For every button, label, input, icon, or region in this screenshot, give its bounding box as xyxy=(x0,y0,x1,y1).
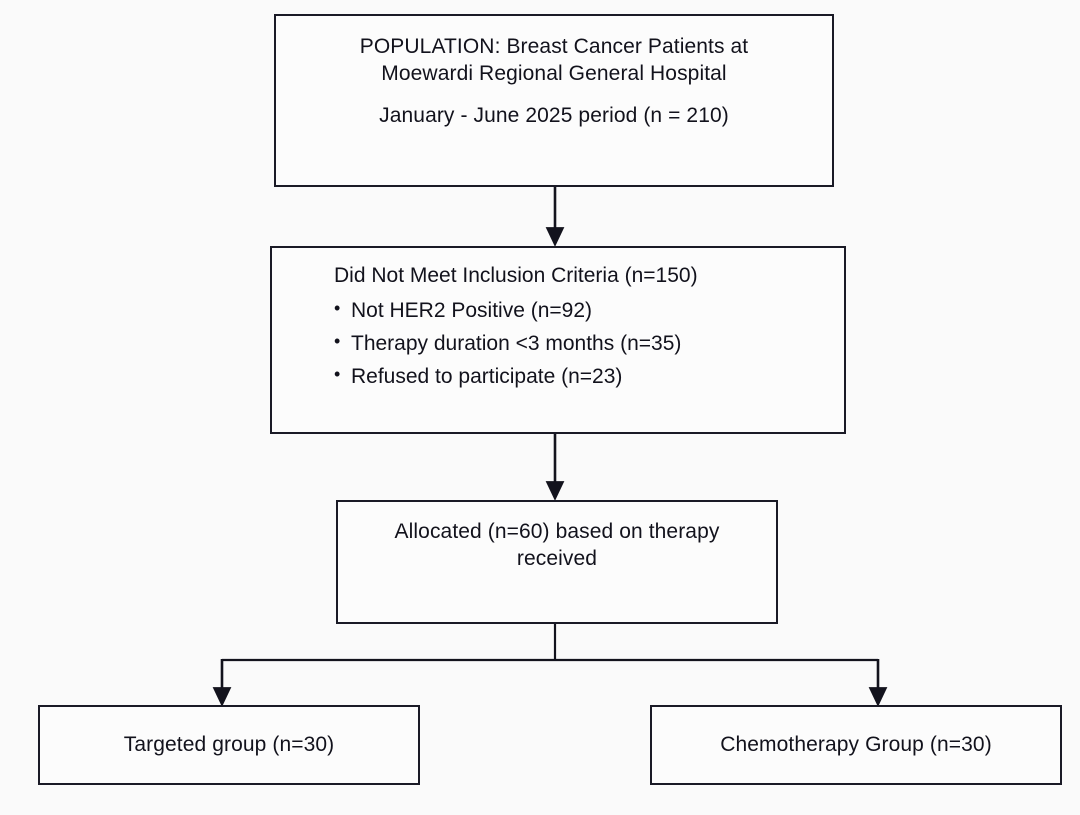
targeted-group-box: Targeted group (n=30) xyxy=(38,705,420,785)
exclusion-reason-label: Not HER2 Positive (n=92) xyxy=(351,299,593,323)
bullet-icon: • xyxy=(334,331,341,352)
exclusion-reason-label: Refused to participate (n=23) xyxy=(351,364,623,388)
targeted-group-label: Targeted group (n=30) xyxy=(123,733,335,757)
exclusion-reason-label: Therapy duration <3 months (n=35) xyxy=(351,332,682,356)
population-line-3: January - June 2025 period (n = 210) xyxy=(379,103,729,127)
list-item: • Therapy duration <3 months (n=35) xyxy=(334,328,844,361)
population-box: POPULATION: Breast Cancer Patients at Mo… xyxy=(274,14,834,187)
list-item: • Refused to participate (n=23) xyxy=(334,361,844,394)
list-item: • Not HER2 Positive (n=92) xyxy=(334,295,844,328)
exclusion-box: Did Not Meet Inclusion Criteria (n=150) … xyxy=(270,246,846,434)
population-line-1: POPULATION: Breast Cancer Patients at xyxy=(359,35,749,58)
connector-allocated-split xyxy=(222,624,878,662)
bullet-icon: • xyxy=(334,363,341,384)
bullet-icon: • xyxy=(334,298,341,319)
exclusion-reason-list: • Not HER2 Positive (n=92) • Therapy dur… xyxy=(272,295,844,393)
population-line-2: Moewardi Regional General Hospital xyxy=(381,62,727,86)
allocated-line-2: received xyxy=(516,547,598,571)
chemotherapy-group-box: Chemotherapy Group (n=30) xyxy=(650,705,1062,785)
allocated-box: Allocated (n=60) based on therapy receiv… xyxy=(336,500,778,624)
allocated-line-1: Allocated (n=60) based on therapy xyxy=(394,520,720,543)
chemotherapy-group-label: Chemotherapy Group (n=30) xyxy=(720,733,992,757)
exclusion-heading: Did Not Meet Inclusion Criteria (n=150) xyxy=(334,264,698,287)
